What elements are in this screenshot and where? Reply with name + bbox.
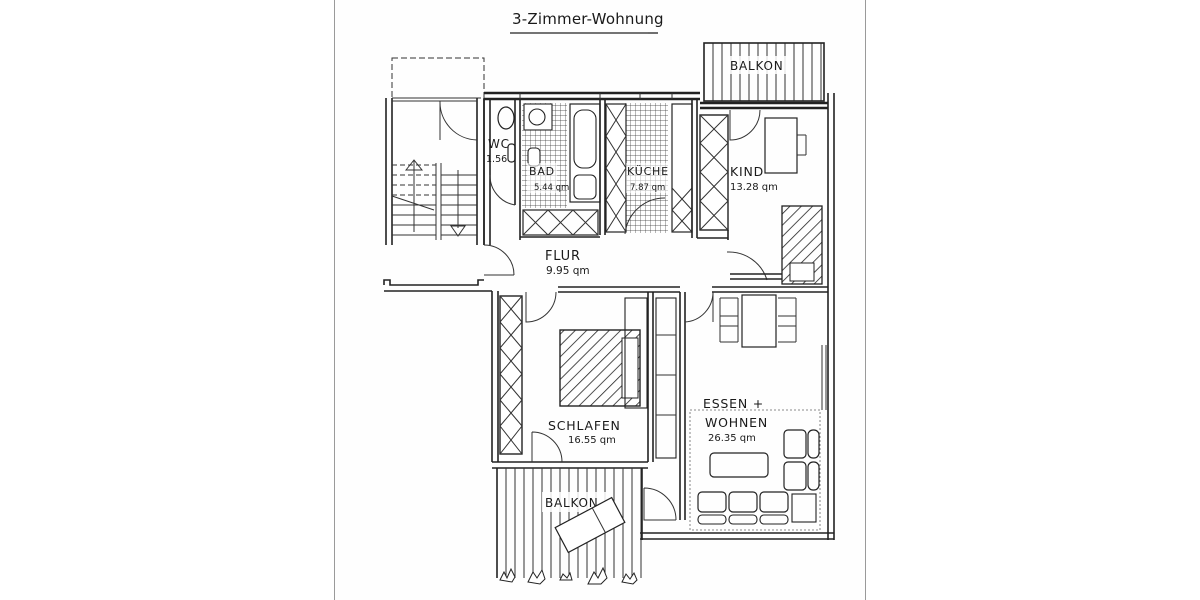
room-name-bad: BAD xyxy=(529,165,555,178)
room-name-balkon-top: BALKON xyxy=(730,59,784,73)
room-kueche: KÜCHE 7.87 qm xyxy=(605,99,698,238)
plan-title: 3-Zimmer-Wohnung xyxy=(510,10,664,34)
room-name-kind: KIND xyxy=(730,164,764,179)
room-name-wohnen: WOHNEN xyxy=(705,415,768,430)
room-schlafen: SCHLAFEN 16.55 qm xyxy=(499,291,648,463)
room-essen-wohnen: ESSEN + WOHNEN 26.35 qm xyxy=(643,291,821,531)
room-name-schlafen: SCHLAFEN xyxy=(548,418,621,433)
balcony-top: BALKON xyxy=(703,42,825,102)
balcony-bottom: BALKON xyxy=(496,468,643,585)
partition-shelf xyxy=(647,292,686,520)
corridor-wall xyxy=(383,279,492,292)
room-area-essen-wohnen: 26.35 qm xyxy=(708,433,756,444)
room-name-wc: WC xyxy=(488,137,510,151)
room-area-bad: 5.44 qm xyxy=(534,183,569,193)
room-area-wc: 1.56 xyxy=(486,154,507,165)
plan-title-text: 3-Zimmer-Wohnung xyxy=(512,10,664,28)
room-bad: BAD 5.44 qm xyxy=(519,99,606,240)
room-name-kueche: KÜCHE xyxy=(627,165,669,178)
room-name-essen: ESSEN + xyxy=(703,396,764,411)
room-kind: KIND 13.28 qm xyxy=(697,109,823,285)
stairwell xyxy=(385,57,485,245)
room-area-kueche: 7.87 qm xyxy=(630,183,665,193)
room-name-balkon-bottom: BALKON xyxy=(545,496,599,510)
room-area-schlafen: 16.55 qm xyxy=(568,435,616,446)
room-wc: WC 1.56 xyxy=(486,99,521,206)
room-area-kind: 13.28 qm xyxy=(730,182,778,193)
room-flur: FLUR 9.95 qm xyxy=(483,244,828,293)
room-area-flur: 9.95 qm xyxy=(546,265,590,277)
room-name-flur: FLUR xyxy=(545,249,581,264)
outer-walls xyxy=(483,91,835,540)
